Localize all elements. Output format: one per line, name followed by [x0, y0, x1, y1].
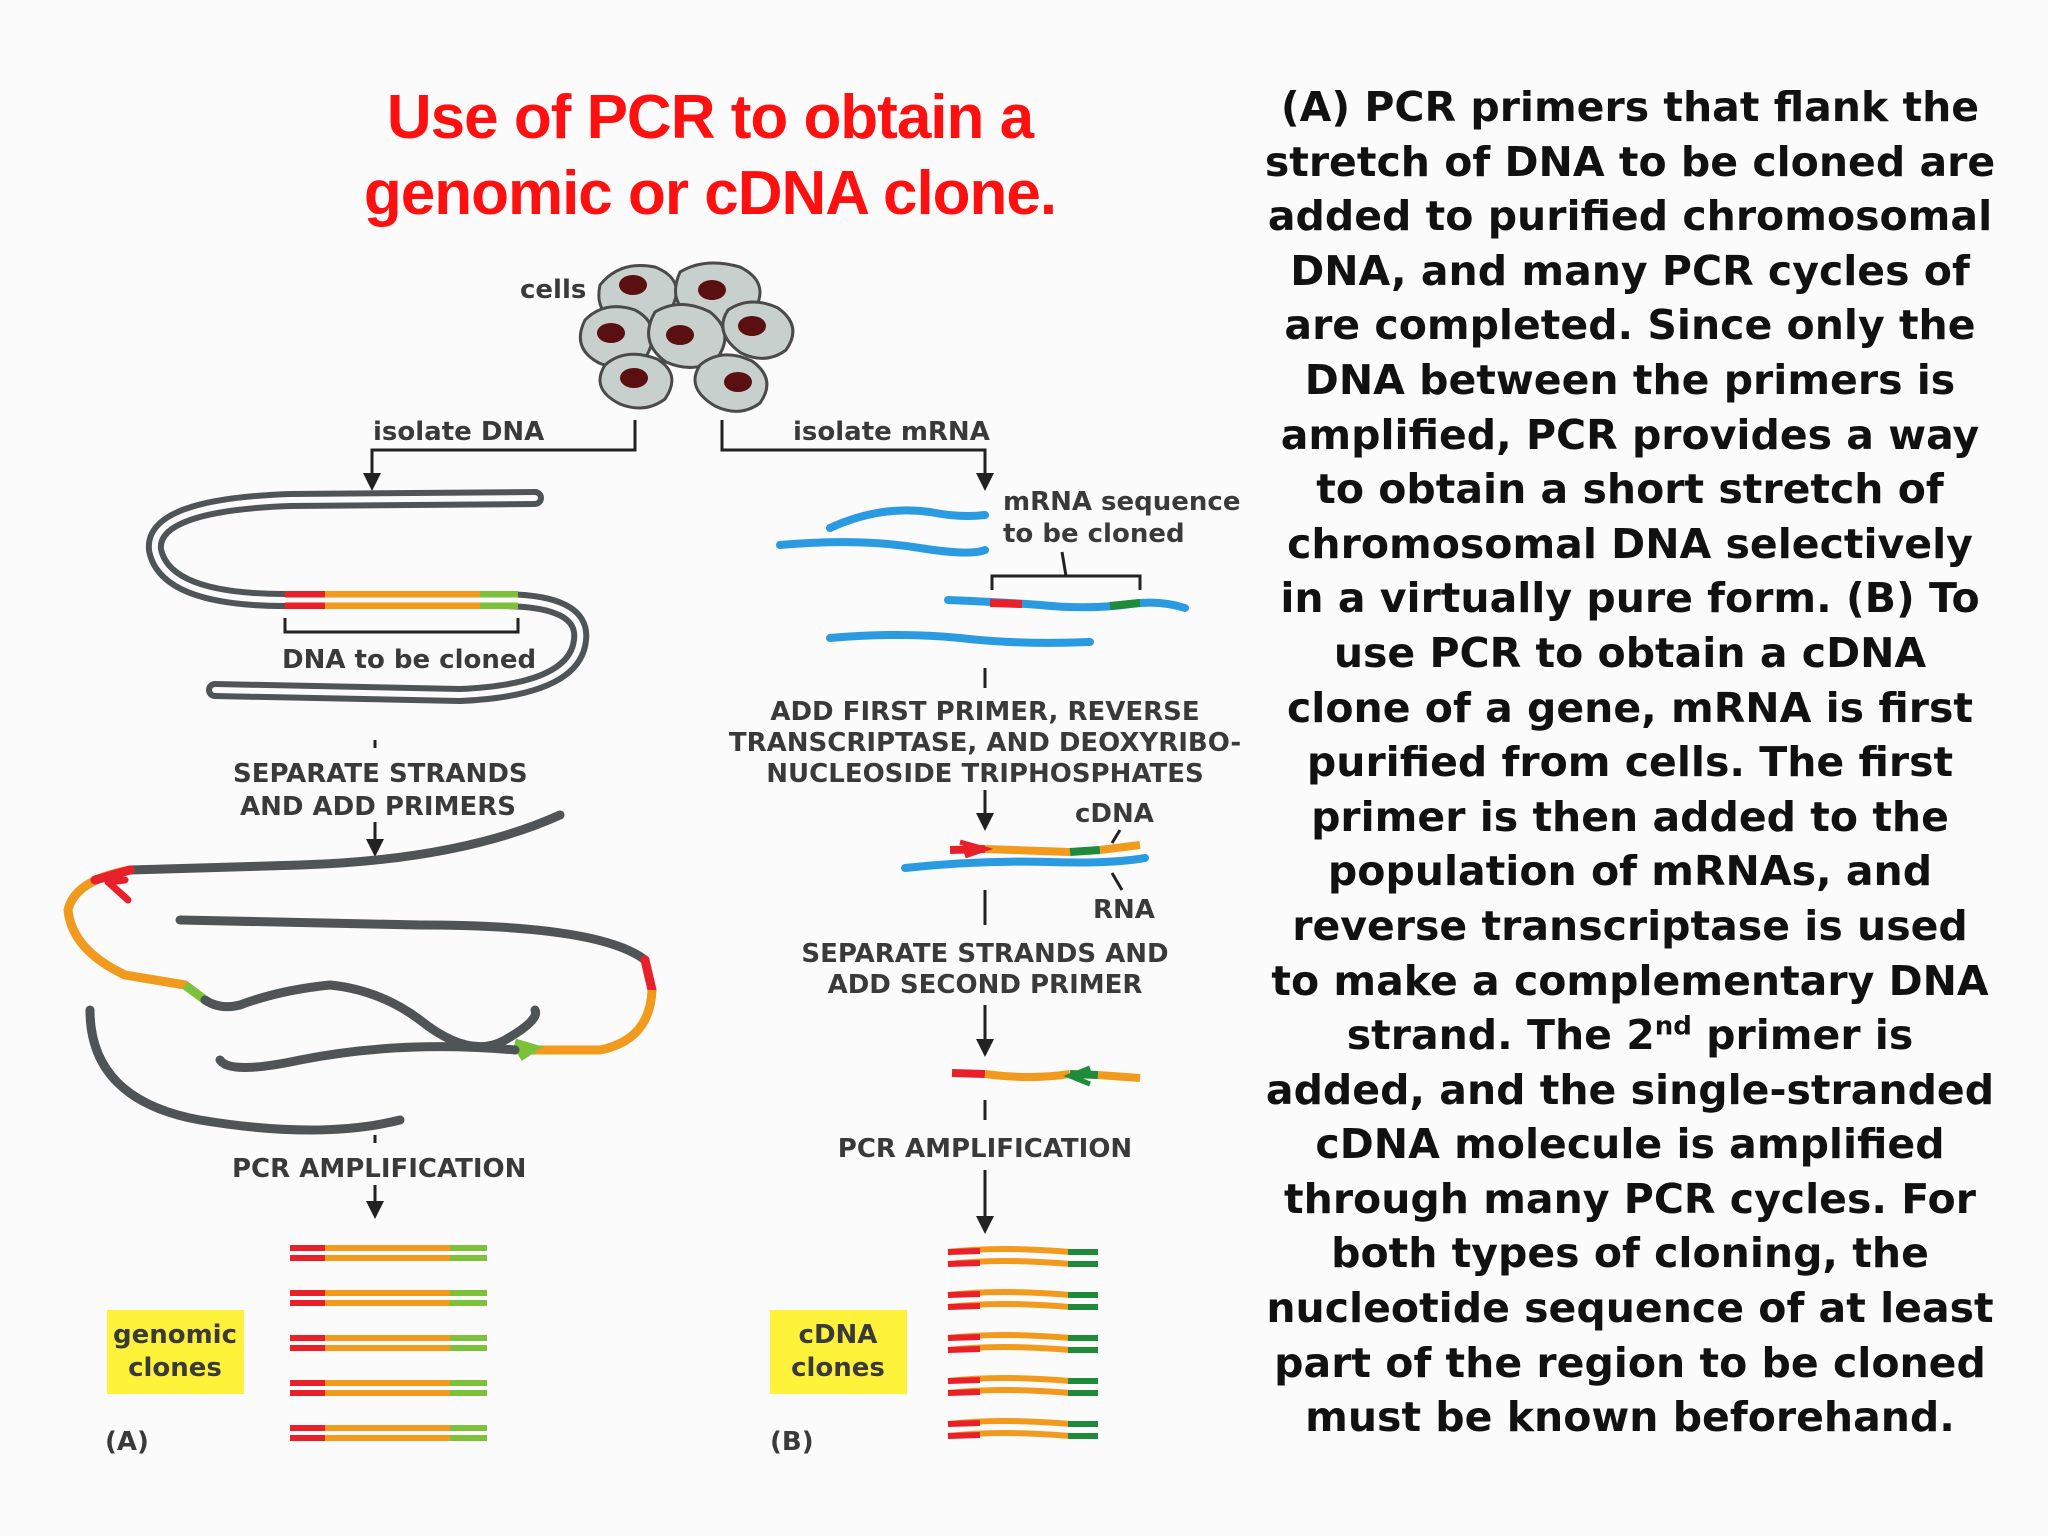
cdna-clones-label-1: cDNA: [799, 1320, 878, 1350]
mrna-sequence-label-2: to be cloned: [1003, 519, 1185, 549]
add-first-primer-label-1: ADD FIRST PRIMER, REVERSE: [770, 697, 1199, 727]
cdna-clones: [947, 1246, 1098, 1439]
panel-b-label: (B): [770, 1427, 814, 1457]
genomic-clones-box: [107, 1310, 244, 1394]
isolate-dna-arrow: [363, 420, 637, 491]
cell-icon: [693, 353, 769, 413]
desc-line: amplified, PCR provides a way: [1280, 410, 1980, 459]
rna-label: RNA: [1093, 895, 1155, 925]
mrna-sequence-label-1: mRNA sequence: [1003, 487, 1240, 517]
panel-a-label: (A): [105, 1427, 149, 1457]
cdna-clones-box: [770, 1310, 907, 1394]
desc-line: chromosomal DNA selectively: [1287, 519, 1973, 568]
desc-line: nucleotide sequence of at least: [1266, 1284, 1994, 1333]
desc-line: population of mRNAs, and: [1327, 847, 1933, 896]
desc-line: part of the region to be cloned: [1274, 1338, 1986, 1387]
add-first-primer-label-3: NUCLEOSIDE TRIPHOSPHATES: [766, 759, 1203, 789]
pcr-amplification-b-label: PCR AMPLIFICATION: [838, 1134, 1132, 1164]
desc-line: both types of cloning, the: [1331, 1229, 1929, 1278]
desc-line: (A) PCR primers that flank the: [1280, 83, 1980, 131]
separate-second-label-2: ADD SECOND PRIMER: [828, 970, 1143, 1000]
genomic-clones-label-1: genomic: [113, 1320, 237, 1350]
page-title: Use of PCR to obtain a genomic or cDNA c…: [300, 80, 1120, 232]
desc-line: through many PCR cycles. For: [1284, 1174, 1976, 1223]
description-text: (A) PCR primers that flank the stretch o…: [1240, 80, 2020, 1445]
isolate-mrna-label: isolate mRNA: [793, 417, 990, 447]
genomic-clones: [290, 1245, 487, 1441]
mrna-bracket: [990, 551, 1142, 590]
desc-line: purified from cells. The first: [1306, 738, 1954, 787]
desc-line-strand: strand. The 2nd primer is: [1240, 1008, 2020, 1063]
desc-line: primer is then added to the: [1311, 792, 1949, 841]
chromosomal-dna: [145, 489, 590, 705]
strand-sup: nd: [1654, 1011, 1692, 1042]
isolate-mrna-arrow: [720, 420, 994, 491]
title-line-1: Use of PCR to obtain a: [386, 83, 1034, 152]
desc-line: clone of a gene, mRNA is first: [1287, 683, 1973, 732]
desc-line: stretch of DNA to be cloned are: [1264, 137, 1996, 186]
strand-pre: strand. The 2: [1346, 1011, 1655, 1060]
desc-line: reverse transcriptase is used: [1292, 901, 1968, 950]
cells-label: cells: [520, 275, 586, 305]
desc-line: in a virtually pure form. (B) To: [1280, 574, 1980, 623]
single-stranded-cdna: [951, 1065, 1141, 1087]
title-line-2: genomic or cDNA clone.: [363, 159, 1057, 228]
cell-icon: [721, 300, 795, 360]
separated-strands: [63, 810, 657, 1135]
separate-second-label-1: SEPARATE STRANDS AND: [801, 939, 1168, 969]
desc-line: to obtain a short stretch of: [1316, 465, 1944, 514]
desc-line: DNA between the primers is: [1304, 355, 1956, 404]
desc-line: use PCR to obtain a cDNA: [1333, 628, 1927, 677]
desc-line: are completed. Since only the: [1284, 301, 1976, 350]
mrna-molecules: [776, 506, 1189, 647]
cells-group: cells: [520, 261, 795, 413]
strand-post: primer is: [1691, 1011, 1914, 1060]
pcr-amplification-a-label: PCR AMPLIFICATION: [232, 1154, 526, 1184]
desc-line: cDNA molecule is amplified: [1315, 1120, 1945, 1169]
add-first-primer-label-2: TRANSCRIPTASE, AND DEOXYRIBO-: [729, 728, 1241, 758]
cdna-label: cDNA: [1075, 799, 1154, 829]
cell-icon: [598, 352, 674, 410]
separate-strands-label-2: AND ADD PRIMERS: [240, 792, 516, 822]
dna-bracket: [283, 618, 520, 634]
desc-line: DNA, and many PCR cycles of: [1290, 246, 1970, 295]
genomic-clones-label-2: clones: [128, 1353, 222, 1383]
cdna-clones-label-2: clones: [791, 1353, 885, 1383]
desc-line: added, and the single-stranded: [1265, 1065, 1995, 1114]
desc-line: must be known beforehand.: [1305, 1393, 1955, 1442]
dna-to-be-cloned-label: DNA to be cloned: [282, 645, 536, 675]
isolate-dna-label: isolate DNA: [373, 417, 544, 447]
desc-line: added to purified chromosomal: [1267, 192, 1993, 241]
desc-line: to make a complementary DNA: [1271, 956, 1989, 1005]
separate-strands-label-1: SEPARATE STRANDS: [233, 759, 528, 789]
cdna-rna-hybrid: [901, 829, 1149, 891]
